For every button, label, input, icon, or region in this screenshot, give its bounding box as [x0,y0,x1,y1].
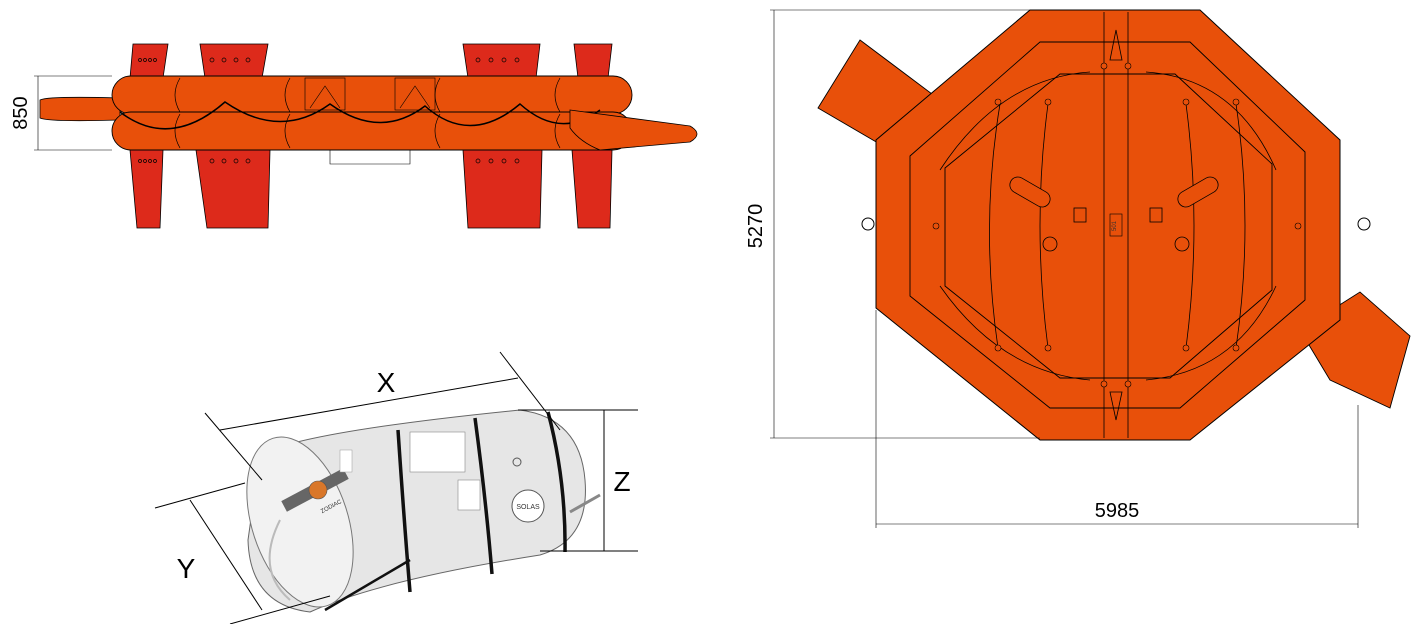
painter-line [324,558,411,612]
ballast-pocket [573,43,613,79]
pocket-holes [138,57,520,164]
solas-badge [511,489,545,523]
container-labels: SOLAS ZODIAC [281,431,545,523]
grab-line [119,101,601,130]
side-handles [861,217,1371,231]
side-view: 850 [10,43,698,229]
release-hook [569,493,601,514]
floor-ribs [939,71,1277,381]
ballast-pocket [462,43,541,79]
container-view: SOLAS ZODIAC X Z Y [154,351,638,624]
solas-label: SOLAS [516,504,540,511]
tube-segments [174,77,561,149]
left-handle [39,96,121,122]
center-seam [1103,12,1129,438]
dimension-z-label: Z [613,466,630,497]
lower-ballast-pockets [129,149,613,229]
top-width-dimension-label: 5985 [1095,500,1140,522]
hatch-label: 501 [1112,220,1118,231]
brand-logo [308,480,328,500]
dimension-x-label: X [377,367,396,398]
top-dimension-lines [770,9,1359,528]
dimension-height-side [34,75,112,151]
height-dimension-label: 850 [10,96,32,129]
hatch-panel [1109,213,1123,237]
container-dimension-lines [154,351,638,624]
floor-grips [1009,176,1219,252]
container-straps [396,411,567,593]
upper-ballast-pockets [129,43,613,79]
lower-buoyancy-tube [111,111,633,151]
ballast-pocket [195,149,271,229]
upper-buoyancy-tube [111,75,633,115]
boarding-ramp [569,109,698,151]
rope-loop [268,519,291,601]
ballast-pocket [571,149,613,229]
attachment-points [932,62,1302,388]
raft-floor [944,73,1273,379]
top-height-dimension-label: 5270 [745,204,767,249]
entrance-details [304,77,436,165]
top-view: 501 5270 5985 [745,9,1411,528]
dimension-y-label: Y [177,553,196,584]
